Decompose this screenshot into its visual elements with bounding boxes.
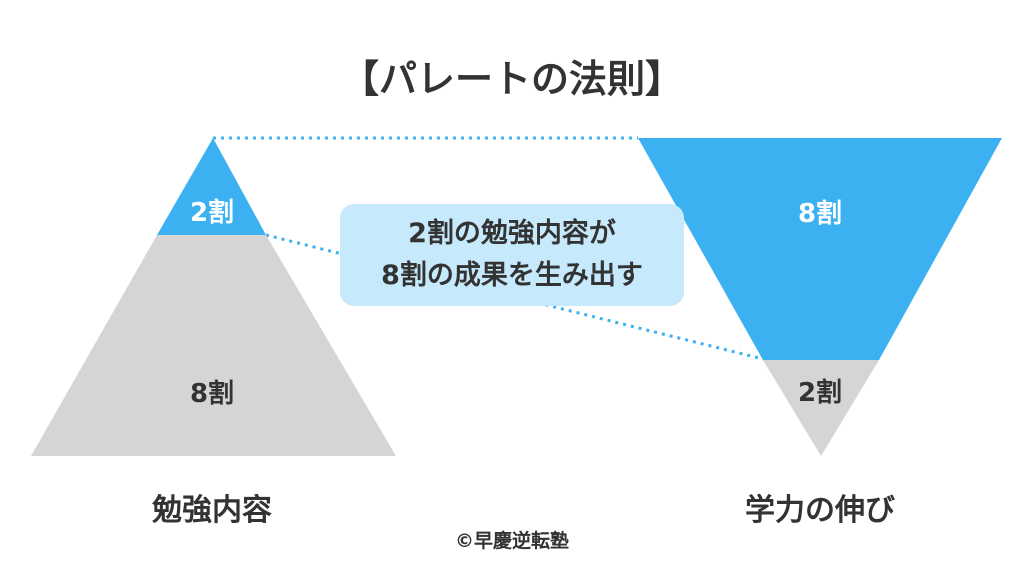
bubble-line-2: 8割の成果を生み出す [381,260,643,291]
left-caption: 勉強内容 [151,493,272,528]
left-pyramid-top-label: 2割 [190,197,234,228]
left-pyramid-bottom-section [31,235,396,456]
right-pyramid-bottom-label: 2割 [798,377,842,408]
left-pyramid-bottom-label: 8割 [190,378,234,409]
copyright-text: ©早慶逆転塾 [454,530,569,552]
right-pyramid-top-label: 8割 [798,198,842,229]
right-pyramid-bottom-section [763,360,879,456]
right-pyramid-top-section [638,138,1002,360]
right-caption: 学力の伸び [745,493,895,528]
explanation-bubble: 2割の勉強内容が 8割の成果を生み出す [340,204,684,306]
left-pyramid-top-section [157,138,266,235]
page-title: 【パレートの法則】 [340,57,683,101]
bubble-line-1: 2割の勉強内容が [408,218,616,249]
